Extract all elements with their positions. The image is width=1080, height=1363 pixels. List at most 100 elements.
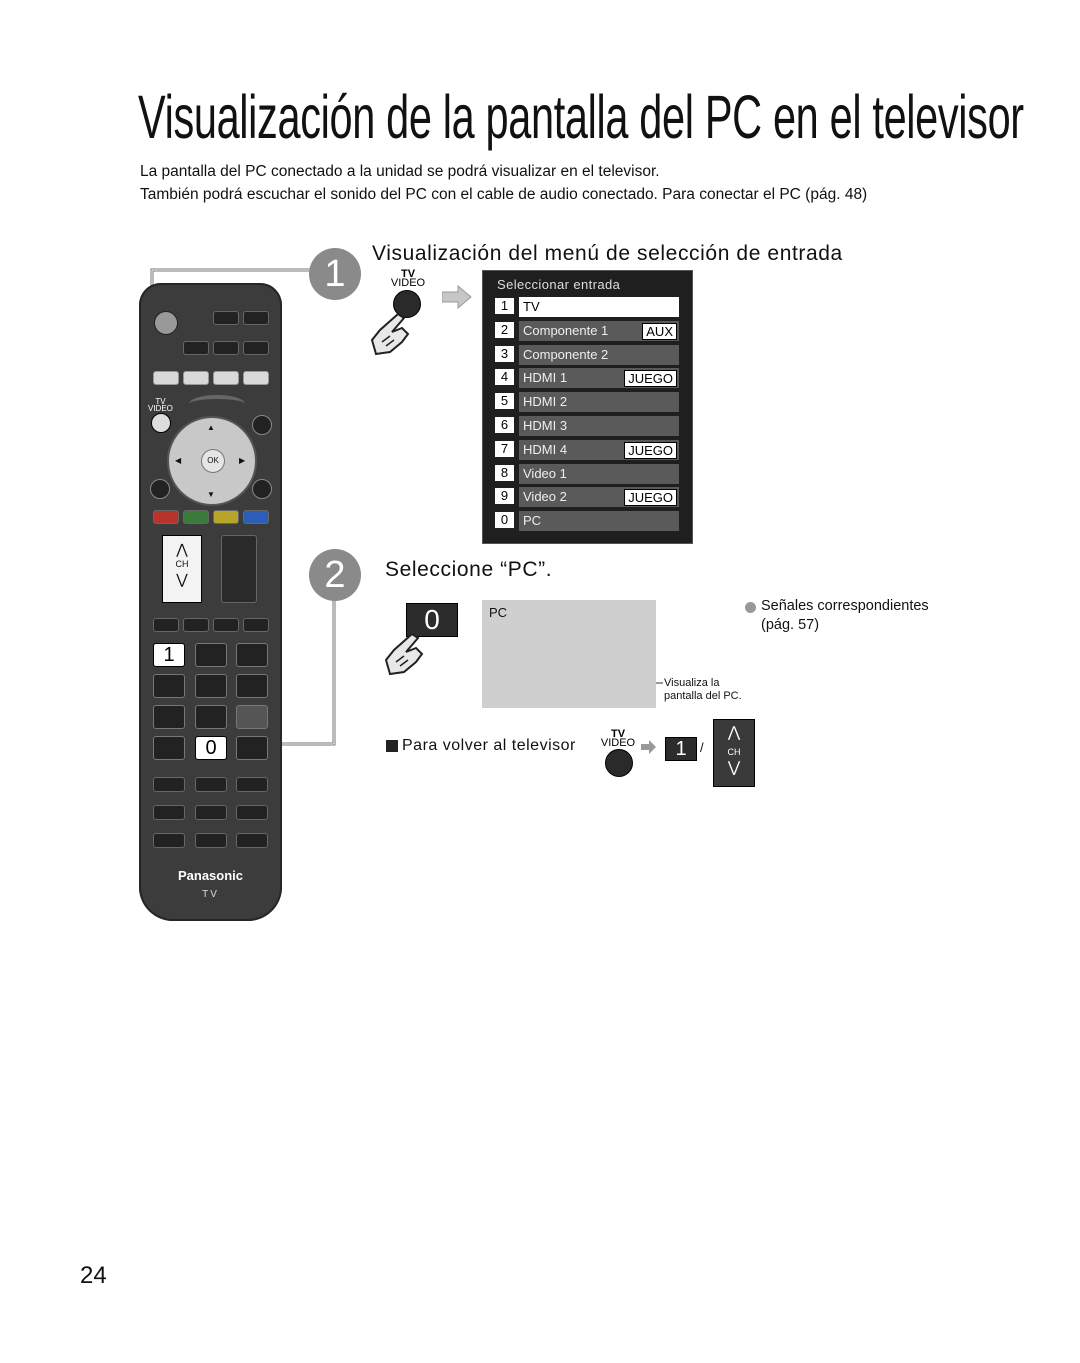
menu-item-label: PC: [519, 511, 679, 531]
key-0-button[interactable]: 0: [406, 603, 458, 637]
step-number-1: 1: [309, 248, 361, 300]
menu-item-label: TV: [519, 297, 679, 317]
remote-button[interactable]: [236, 777, 268, 792]
menu-item-tag: JUEGO: [624, 370, 677, 387]
red-button[interactable]: [153, 510, 179, 524]
menu-item-number: 8: [495, 465, 514, 481]
pressing-hand-icon: [384, 632, 424, 676]
key-1-button[interactable]: 1: [665, 737, 697, 761]
step-2-heading: Seleccione “PC”.: [385, 558, 553, 581]
menu-item-number: 6: [495, 417, 514, 433]
remote-button[interactable]: [252, 415, 272, 435]
remote-button[interactable]: [153, 805, 185, 820]
menu-item-tag: JUEGO: [624, 489, 677, 506]
remote-button[interactable]: [213, 618, 239, 632]
channel-up-icon: ⋀: [727, 724, 741, 741]
channel-up-icon: ⋀: [176, 541, 188, 557]
remote-button[interactable]: [153, 618, 179, 632]
screen-note-line-2: pantalla del PC.: [664, 690, 742, 702]
menu-item-componente-2[interactable]: 3 Componente 2: [495, 345, 681, 365]
remote-button[interactable]: [213, 341, 239, 355]
menu-item-pc[interactable]: 0 PC: [495, 511, 681, 531]
screen-label: PC: [489, 605, 508, 620]
key-5[interactable]: [195, 674, 227, 698]
remote-button[interactable]: [195, 805, 227, 820]
menu-item-hdmi-3[interactable]: 6 HDMI 3: [495, 416, 681, 436]
menu-item-number: 3: [495, 346, 514, 362]
arrow-up-icon: ▲: [207, 423, 215, 432]
step-1-heading: Visualización del menú de selección de e…: [372, 242, 843, 265]
key-9[interactable]: [236, 705, 268, 729]
key-enter[interactable]: [236, 736, 268, 760]
tv-video-button[interactable]: [605, 749, 633, 777]
key-3[interactable]: [236, 643, 268, 667]
remote-button[interactable]: [153, 833, 185, 848]
menu-item-tv[interactable]: 1 TV: [495, 297, 681, 317]
pressing-hand-icon: [370, 312, 410, 356]
remote-button[interactable]: [213, 371, 239, 385]
volume-rocker[interactable]: [221, 535, 257, 603]
remote-button[interactable]: [252, 479, 272, 499]
remote-button[interactable]: [243, 371, 269, 385]
key-4[interactable]: [153, 674, 185, 698]
navigation-pad[interactable]: OK ▲ ▼ ◀ ▶: [167, 416, 257, 506]
channel-label: CH: [175, 559, 189, 569]
remote-button[interactable]: [153, 371, 179, 385]
remote-button[interactable]: [213, 311, 239, 325]
key-1[interactable]: 1: [153, 643, 185, 667]
remote-button[interactable]: [243, 341, 269, 355]
green-button[interactable]: [183, 510, 209, 524]
yellow-button[interactable]: [213, 510, 239, 524]
tv-video-button[interactable]: [151, 413, 171, 433]
menu-item-number: 5: [495, 393, 514, 409]
menu-item-tag: JUEGO: [624, 442, 677, 459]
remote-button[interactable]: [183, 341, 209, 355]
menu-item-number: 2: [495, 322, 514, 338]
remote-button[interactable]: [243, 618, 269, 632]
remote-button[interactable]: [236, 833, 268, 848]
key-0[interactable]: 0: [195, 736, 227, 760]
brand-logo: Panasonic: [177, 868, 244, 883]
menu-item-label: HDMI 2: [519, 392, 679, 412]
remote-button[interactable]: [195, 833, 227, 848]
menu-item-tag: AUX: [642, 323, 677, 340]
key-minus[interactable]: [153, 736, 185, 760]
menu-item-video-1[interactable]: 8 Video 1: [495, 464, 681, 484]
channel-rocker[interactable]: ⋀ CH ⋁: [713, 719, 755, 787]
signals-note-line-1: Señales correspondientes: [761, 598, 929, 614]
channel-label: CH: [727, 747, 741, 757]
channel-rocker[interactable]: ⋀ CH ⋁: [162, 535, 202, 603]
menu-item-hdmi-2[interactable]: 5 HDMI 2: [495, 392, 681, 412]
menu-item-number: 0: [495, 512, 514, 528]
separator: /: [700, 740, 704, 755]
channel-down-icon: ⋁: [727, 759, 741, 776]
step-number-2: 2: [309, 549, 361, 601]
remote-button[interactable]: [153, 777, 185, 792]
remote-button[interactable]: [150, 479, 170, 499]
signals-note-line-2: (pág. 57): [761, 617, 820, 633]
blue-button[interactable]: [243, 510, 269, 524]
power-button[interactable]: [154, 311, 178, 335]
remote-button[interactable]: [183, 618, 209, 632]
remote-button[interactable]: [236, 805, 268, 820]
ok-button[interactable]: OK: [201, 449, 225, 473]
remote-button[interactable]: [243, 311, 269, 325]
remote-button[interactable]: [195, 777, 227, 792]
key-2[interactable]: [195, 643, 227, 667]
remote-button[interactable]: [183, 371, 209, 385]
pc-screen-preview: PC: [482, 600, 656, 708]
key-6[interactable]: [236, 674, 268, 698]
key-7[interactable]: [153, 705, 185, 729]
key-8[interactable]: [195, 705, 227, 729]
intro-line-1: La pantalla del PC conectado a la unidad…: [140, 163, 660, 180]
menu-title: Seleccionar entrada: [497, 277, 621, 292]
